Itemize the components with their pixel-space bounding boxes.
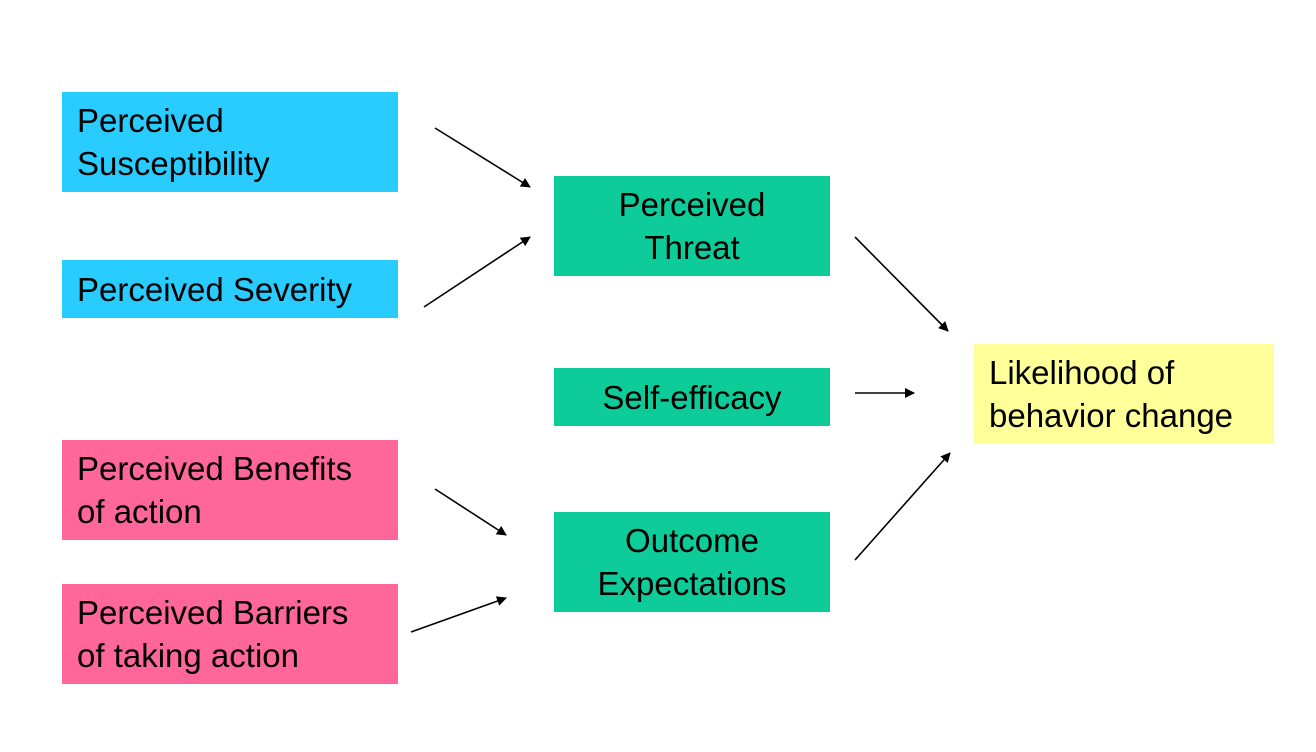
node-label-line-1: Perceived Benefits [77,450,353,487]
node-perceived-benefits: Perceived Benefits of action [62,440,398,540]
node-label-line-1: Perceived Severity [77,270,353,308]
node-label-line-2: behavior change [989,397,1234,434]
node-perceived-severity: Perceived Severity [62,260,398,318]
node-label-line-2: Expectations [597,565,787,602]
node-self-efficacy: Self-efficacy [554,368,830,426]
arrow-susceptibility-to-threat [434,127,531,188]
node-label-line-1: Likelihood of [989,354,1175,391]
arrow-severity-to-threat [423,236,531,308]
node-label-line-2: of taking action [77,637,299,674]
arrow-outcome-expectations-to-likelihood [854,452,951,561]
node-label-line-1: Self-efficacy [602,378,782,416]
arrow-barriers-to-outcome-expectations [410,596,507,633]
node-perceived-barriers: Perceived Barriers of taking action [62,584,398,684]
node-label-line-2: Susceptibility [77,145,270,182]
node-label-line-2: of action [77,493,202,530]
node-perceived-threat: Perceived Threat [554,176,830,276]
node-perceived-susceptibility: Perceived Susceptibility [62,92,398,192]
arrow-threat-to-likelihood [854,236,949,332]
node-outcome-expectations: Outcome Expectations [554,512,830,612]
node-label-line-1: Perceived [618,186,766,223]
node-label-line-2: Threat [644,229,740,266]
node-label-line-1: Perceived Barriers [77,594,349,631]
node-label-line-1: Perceived [77,102,224,139]
node-likelihood-of-behavior-change: Likelihood of behavior change [974,344,1274,444]
arrow-benefits-to-outcome-expectations [434,488,507,536]
node-label-line-1: Outcome [625,522,759,559]
